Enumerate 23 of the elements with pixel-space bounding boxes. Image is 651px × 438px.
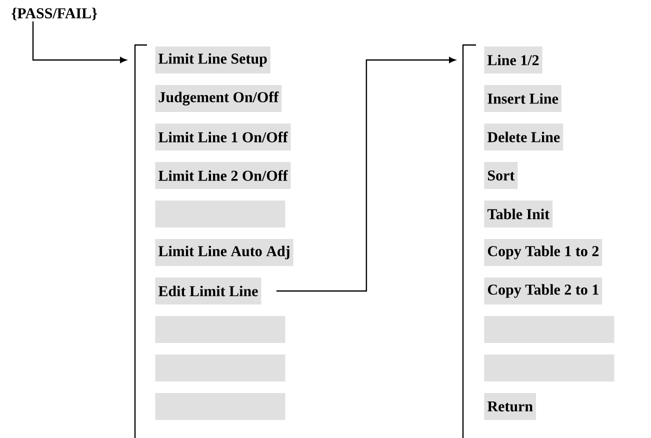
menu-key: Insert Line [484, 85, 562, 112]
menu-key: Limit Line 2 On/Off [155, 162, 291, 189]
arrow [276, 57, 456, 292]
blank-menu-key [155, 200, 286, 228]
menu-key: Line 1/2 [484, 46, 542, 74]
menu-key: Table Init [484, 200, 553, 228]
menu-key: Limit Line 1 On/Off [155, 124, 291, 150]
blank-menu-key [155, 354, 286, 382]
menu-key: Sort [484, 162, 518, 189]
menu-key: Limit Line Setup [155, 46, 270, 74]
arrow [32, 21, 126, 63]
menu-key: Copy Table 2 to 1 [484, 278, 602, 304]
menu-key: Delete Line [484, 124, 564, 150]
blank-menu-key [155, 393, 286, 420]
menu-key: Limit Line Auto Adj [155, 239, 294, 266]
menu-key: Edit Limit Line [155, 278, 262, 304]
menu-key: Judgement On/Off [155, 85, 282, 112]
blank-menu-key [155, 316, 286, 343]
menu-key: Return [484, 393, 536, 420]
menu-key: Copy Table 1 to 2 [484, 239, 602, 266]
menu-title: {PASS/FAIL} [12, 8, 97, 20]
blank-menu-key [484, 354, 614, 382]
blank-menu-key [484, 316, 614, 343]
